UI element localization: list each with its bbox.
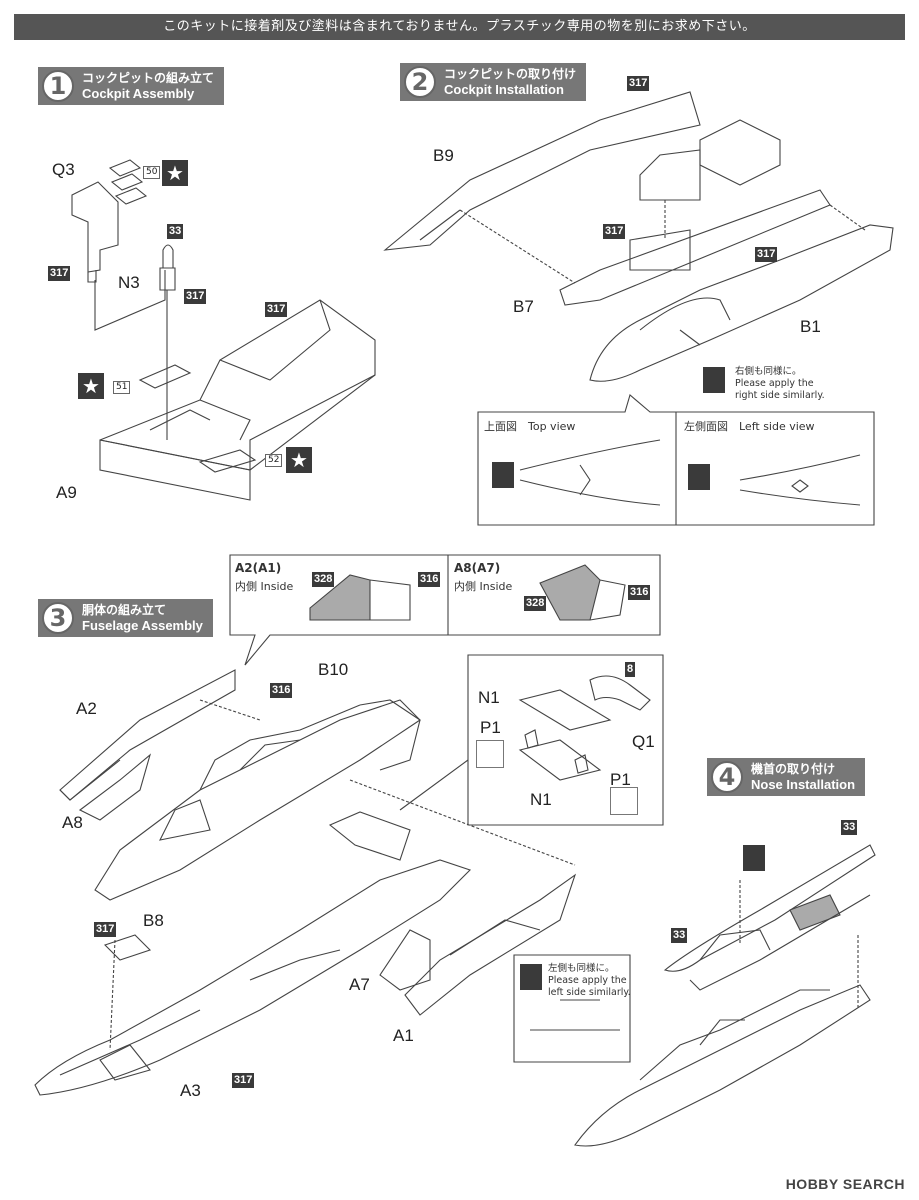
star-icon: ★ (286, 447, 312, 473)
part-label-a8: A8 (62, 813, 83, 832)
star-icon: ★ (78, 373, 104, 399)
paint-code-badge: 316 (270, 683, 293, 698)
top-view-label: 上面図 Top view (484, 420, 576, 433)
paint-code-badge: 317 (184, 289, 207, 304)
step-2-title-en: Cockpit Installation (444, 82, 564, 97)
part-label-a2: A2 (76, 699, 97, 718)
step-1-title-jp: コックピットの組み立て (82, 71, 215, 85)
paint-code-badge: 317 (627, 76, 650, 91)
glue-top-icon (492, 462, 514, 488)
paint-code-badge: 316 (418, 572, 441, 587)
note-right-side-en: Please apply the right side similarly. (735, 378, 825, 401)
inset-a8-subtitle: 内側 Inside (454, 580, 513, 593)
paint-code-badge: 317 (265, 302, 288, 317)
part-label-n1-bottom: N1 (530, 790, 552, 809)
left-side-view-label: 左側面図 Left side view (684, 420, 815, 433)
glue-side-icon (703, 367, 725, 393)
part-label-b7: B7 (513, 297, 534, 316)
part-label-q3: Q3 (52, 160, 75, 179)
note-left-side: 左側も同様に。 Please apply the left side simil… (548, 963, 633, 999)
step-1-number: 1 (42, 70, 74, 102)
paint-code-badge: 33 (167, 224, 184, 239)
no-glue-icon (476, 740, 504, 768)
paint-code-badge: 316 (628, 585, 651, 600)
part-label-b1: B1 (800, 317, 821, 336)
star-icon: ★ (162, 160, 188, 186)
paint-code-badge: 8 (625, 662, 636, 677)
part-label-p1-top: P1 (480, 718, 501, 737)
step-3-number: 3 (42, 602, 74, 634)
step-4-title-en: Nose Installation (751, 777, 856, 792)
step-3-header: 3 胴体の組み立て Fuselage Assembly (38, 599, 213, 637)
part-label-p1-bottom: P1 (610, 770, 631, 789)
hobby-search-watermark: HOBBY SEARCH (785, 1176, 905, 1192)
decal-number: 50 (143, 166, 161, 179)
part-label-a9: A9 (56, 483, 77, 502)
step-4-header: 4 機首の取り付け Nose Installation (707, 758, 866, 796)
glue-top-icon (743, 845, 765, 871)
step-2-title-jp: コックピットの取り付け (444, 67, 577, 81)
step-4-number: 4 (711, 761, 743, 793)
inset-a8-title: A8(A7) (454, 561, 501, 575)
note-right-side-jp: 右側も同様に。 (735, 366, 802, 377)
paint-code-badge: 33 (841, 820, 858, 835)
part-label-n3: N3 (118, 273, 140, 292)
step-2-number: 2 (404, 66, 436, 98)
paint-code-badge: 317 (94, 922, 117, 937)
note-left-side-jp: 左側も同様に。 (548, 963, 615, 974)
inset-a2-subtitle: 内側 Inside (235, 580, 294, 593)
step-2-header: 2 コックピットの取り付け Cockpit Installation (400, 63, 587, 101)
glue-side-icon (688, 464, 710, 490)
paint-code-badge: 328 (312, 572, 335, 587)
step-4-title-jp: 機首の取り付け (751, 762, 836, 776)
inset-a2-title: A2(A1) (235, 561, 282, 575)
no-glue-icon (610, 787, 638, 815)
part-label-a7: A7 (349, 975, 370, 994)
paint-code-badge: 317 (48, 266, 71, 281)
decal-number: 52 (265, 454, 283, 467)
step-3-title-jp: 胴体の組み立て (82, 603, 167, 617)
step-1-header: 1 コックピットの組み立て Cockpit Assembly (38, 67, 225, 105)
header-notice: このキットに接着剤及び塗料は含まれておりません。プラスチック専用の物を別にお求め… (14, 14, 905, 40)
part-label-a1: A1 (393, 1026, 414, 1045)
note-right-side: 右側も同様に。 Please apply the right side simi… (735, 366, 835, 402)
part-label-q1: Q1 (632, 732, 655, 751)
decal-number: 51 (113, 381, 131, 394)
part-label-b9: B9 (433, 146, 454, 165)
step-1-title-en: Cockpit Assembly (82, 86, 195, 101)
paint-code-badge: 328 (524, 596, 547, 611)
part-label-b10: B10 (318, 660, 349, 679)
paint-code-badge: 317 (755, 247, 778, 262)
paint-code-badge: 33 (671, 928, 688, 943)
part-label-a3: A3 (180, 1081, 201, 1100)
part-label-b8: B8 (143, 911, 164, 930)
paint-code-badge: 317 (232, 1073, 255, 1088)
step-3-title-en: Fuselage Assembly (82, 618, 203, 633)
glue-top-icon (520, 964, 542, 990)
part-label-n1-top: N1 (478, 688, 500, 707)
paint-code-badge: 317 (603, 224, 626, 239)
note-left-side-en: Please apply the left side similarly. (548, 975, 631, 998)
